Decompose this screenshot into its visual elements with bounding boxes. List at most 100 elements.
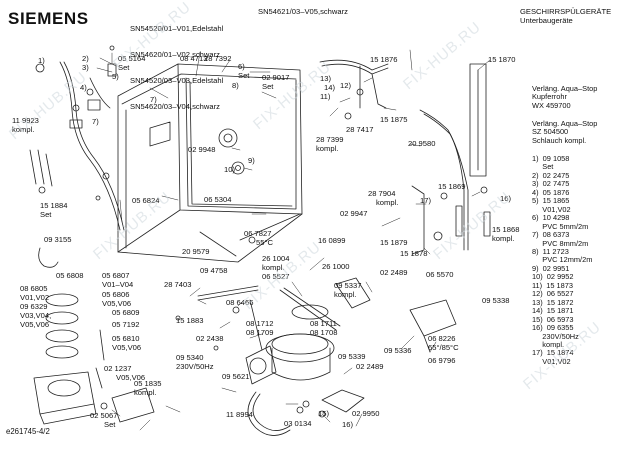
callout-label: 06 5527 [262,272,290,281]
small-parts [35,45,488,418]
product-type: GESCHIRRSPÜLGERÄTE [520,7,612,16]
callout-label: 08 1708 [310,328,338,337]
callout-label: 06 9796 [428,356,456,365]
callout-label: 9) [248,156,255,165]
callout-label: 15 1875 [380,115,408,124]
note-aqua-stop-copper: Verläng. Aqua–Stop Kupferrohr WX 459700 [532,84,598,110]
callout-label: kompl. [12,125,35,134]
callout-label: 09 5339 [338,352,366,361]
callout-label: Set [262,82,274,91]
callout-label: 05 7192 [112,320,140,329]
callout-label: 28 7403 [164,280,192,289]
callout-label: 05 6808 [56,271,84,280]
callout-label: 4) [80,83,87,92]
callout-label: 09 3155 [44,235,72,244]
product-subtype: Unterbaugeräte [520,16,573,25]
callout-label: 7) [92,117,99,126]
callout-label: 16) [342,420,353,429]
callout-label: 08 6805 [20,284,48,293]
callout-label: 11 8994 [226,410,253,419]
callout-label: 8) [232,81,239,90]
callout-label: 26 1000 [322,262,350,271]
callout-label: 28 7399 [316,135,344,144]
callout-label: 09 5621 [222,372,250,381]
callout-label: 15 1883 [176,316,204,325]
callout-label: 15) [318,409,329,418]
callout-label: 05 6810 [112,334,140,343]
callout-label: 6) [238,62,245,71]
callout-label: V05,V06 [116,373,146,382]
callout-label: 05 1835 [134,379,162,388]
brand-logo: SIEMENS [8,9,89,28]
callout-label: 05 5164 [118,54,146,63]
callout-label: 16) [500,194,511,203]
callout-label: Set [238,71,250,80]
callout-label: 11) [320,92,331,101]
callout-label: 02 9017 [262,73,290,82]
callout-label: 11 9923 [12,116,39,125]
callout-label: 65°/85°C [428,343,459,352]
callout-label: 20 9579 [182,247,210,256]
callout-label: 14) [324,83,335,92]
callout-label: 09 5337 [334,281,362,290]
callout-label: 13) [320,74,331,83]
callout-label: 02 9950 [352,409,380,418]
callout-label: Set [118,63,130,72]
callout-label: 20 9580 [408,139,436,148]
callout-label: 17) [420,196,431,205]
callout-label: 15 1884 [40,201,68,210]
callout-label: 05 6809 [112,308,140,317]
callout-label: Set [104,420,116,429]
callout-label: 28 7392 [204,54,232,63]
callout-label: 09 5338 [482,296,510,305]
callout-label: 3) [82,63,89,72]
callout-label: 26 1004 [262,254,290,263]
callout-label: 7) [150,95,157,104]
callout-label: 55°C [256,238,273,247]
callout-label: V01–V04 [102,280,134,289]
callout-label: 28 7417 [346,125,374,134]
callout-label: 16 0899 [318,236,346,245]
callout-label: kompl. [492,234,515,243]
callout-label: 1) [38,56,45,65]
callout-label: 09 6329 [20,302,48,311]
callout-label: 08 4713 [180,54,208,63]
callout-label: 10) [224,165,235,174]
callout-label: 06 7827 [244,229,272,238]
callout-label: 02 2438 [196,334,224,343]
callout-label: 15 1878 [400,249,428,258]
callout-label: 15 1869 [438,182,466,191]
leader-lines [96,49,491,431]
callout-label: 15 1868 [492,225,520,234]
pump-assembly [29,149,155,425]
callout-label: 08 6466 [226,298,254,307]
callout-label: 08 1709 [246,328,274,337]
hoses [59,59,491,436]
model-line: SN54520/01–V01,Edelstahl [130,24,224,34]
callout-label: 02 2489 [380,268,408,277]
callout-label: V05,V06 [112,343,142,352]
model-list-left: SN54520/01–V01,Edelstahl SN54620/01–V02,… [130,8,223,128]
callout-label: 28 7904 [368,189,396,198]
model-line: SN54620/03–V04,schwarz [130,101,220,111]
callout-label: 09 5340 [176,353,204,362]
callout-label: 09 4758 [200,266,228,275]
note-aqua-stop-hose: Verläng. Aqua–Stop SZ 504500 Schlauch ko… [532,119,598,145]
callout-label: 5) [112,72,119,81]
callout-label: Set [40,210,52,219]
callout-label: V03,V04, [20,311,52,320]
callout-label: 08 1712 [246,319,274,328]
callout-label: 08 1711 [310,319,337,328]
callout-label: 2) [82,54,89,63]
callout-label: 12) [340,81,351,90]
callout-label: 15 1879 [380,238,408,247]
sump-and-spray-arms [197,277,457,413]
callout-label: kompl. [262,263,285,272]
callout-label: 09 5336 [384,346,412,355]
callout-label: 02 9947 [340,209,368,218]
callout-label: kompl. [376,198,399,207]
callout-label: 02 5067 [90,411,118,420]
model-right: SN54621/03–V05,schwarz [258,7,348,16]
